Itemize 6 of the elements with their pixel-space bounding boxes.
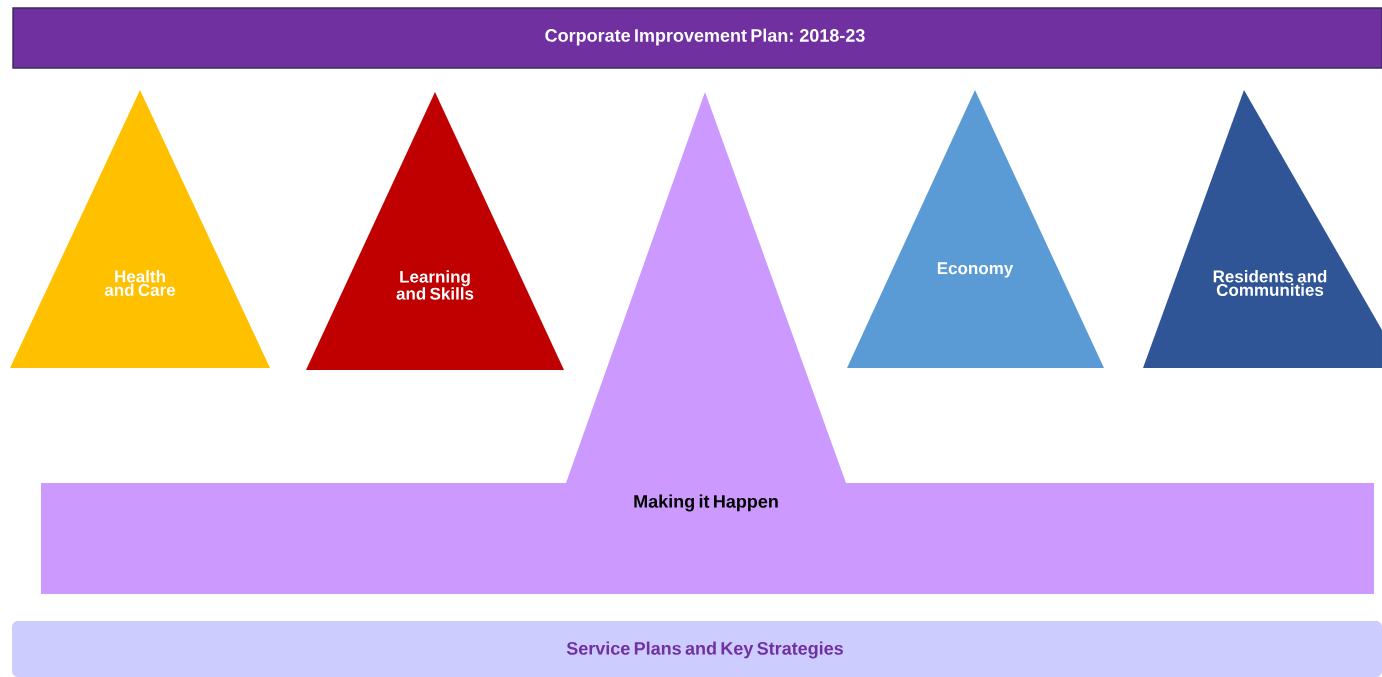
triangle: Health and Care [10, 90, 270, 368]
triangle: Residents and Communities [1143, 90, 1382, 368]
strategy-banner: Service Plans and Key Strategies [12, 621, 1382, 677]
triangle: Economy [847, 90, 1104, 368]
triangle: Learning and Skills [306, 92, 564, 370]
title-banner: Corporate Improvement Plan: 2018-23 [12, 7, 1382, 69]
